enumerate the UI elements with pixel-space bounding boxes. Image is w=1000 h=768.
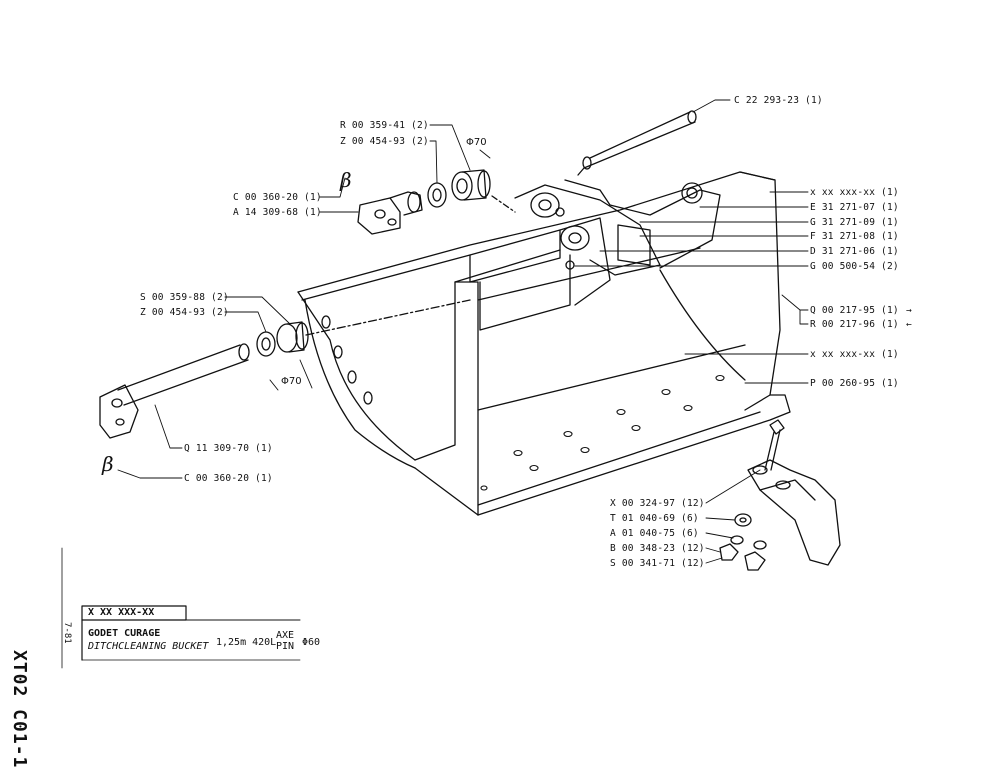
arrow-left-icon: ←	[906, 319, 912, 330]
part-label-r00359: R 00 359-41 (2)	[340, 120, 429, 131]
part-label-c00360b: C 00 360-20 (1)	[184, 473, 273, 484]
side-plate-holes	[321, 315, 373, 405]
part-label-c22293: C 22 293-23 (1)	[734, 95, 823, 106]
title-en: DITCHCLEANING BUCKET	[88, 641, 209, 652]
floor-holes	[480, 374, 725, 491]
linkage-assembly	[454, 110, 721, 331]
part-label-f31271: F 31 271-08 (1)	[810, 231, 899, 242]
part-label-z00454b: Z 00 454-93 (2)	[140, 307, 229, 318]
part-label-z00454a: Z 00 454-93 (2)	[340, 136, 429, 147]
lower-pin-parts	[99, 299, 471, 439]
part-label-d31271: D 31 271-06 (1)	[810, 246, 899, 257]
tooth-assembly	[719, 419, 841, 571]
part-label-a01040: A 01 040-75 (6)	[610, 528, 699, 539]
top-pin-diameter: Φ70	[466, 137, 487, 148]
part-label-r00217: R 00 217-96 (1)	[810, 319, 899, 330]
pin-label: PIN	[276, 641, 295, 652]
part-label-g00500: G 00 500-54 (2)	[810, 261, 899, 272]
part-label-g31271: G 31 271-09 (1)	[810, 217, 899, 228]
part-label-t01040: T 01 040-69 (6)	[610, 513, 699, 524]
document-code: XT02 C01-1	[9, 650, 30, 768]
part-label-p00260: P 00 260-95 (1)	[810, 378, 899, 389]
part-label-q00217: Q 00 217-95 (1)	[810, 305, 899, 316]
left-pin-diameter: Φ70	[281, 376, 302, 387]
part-label-s00359: S 00 359-88 (2)	[140, 292, 229, 303]
axe-label: AXE	[276, 630, 295, 641]
upper-pin-parts	[357, 169, 516, 235]
part-label-b00348: B 00 348-23 (12)	[610, 543, 705, 554]
exploded-parts-drawing	[61, 99, 841, 669]
pin-diameter: Φ60	[302, 637, 321, 648]
leader-lines	[117, 99, 809, 564]
part-label-e31271: E 31 271-07 (1)	[810, 202, 899, 213]
part-label-c00360a: C 00 360-20 (1)	[233, 192, 322, 203]
part-label-xxxb: x xx xxx-xx (1)	[810, 349, 899, 360]
part-label-a14309: A 14 309-68 (1)	[233, 207, 322, 218]
title-block-frame	[61, 547, 301, 669]
capacity: 1,25m 420L	[216, 637, 277, 648]
beta-clip-symbol-top: β	[340, 168, 352, 192]
part-label-q11309: Q 11 309-70 (1)	[184, 443, 273, 454]
beta-clip-symbol-bottom: β	[102, 452, 114, 476]
title-block-ref: X XX XXX-XX	[88, 607, 155, 618]
arrow-right-icon: →	[906, 305, 912, 316]
bucket-body	[297, 171, 791, 516]
part-label-s00341: S 00 341-71 (12)	[610, 558, 705, 569]
part-label-x00324: X 00 324-97 (12)	[610, 498, 705, 509]
part-label-xxxa: x xx xxx-xx (1)	[810, 187, 899, 198]
title-fr: GODET CURAGE	[88, 628, 161, 639]
date-code: 7-81	[62, 622, 72, 644]
